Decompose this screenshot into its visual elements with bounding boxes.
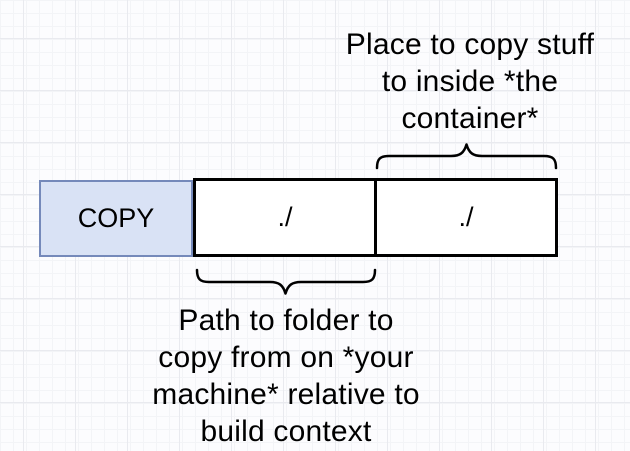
curly-brace-bottom [195, 268, 377, 297]
curly-brace-top [375, 141, 558, 170]
dest-path-label: ./ [458, 202, 474, 232]
source-path-box: ./ [193, 178, 377, 257]
source-annotation-label: Path to folder to copy from on *your mac… [152, 304, 420, 448]
source-path-label: ./ [277, 202, 293, 232]
dest-annotation-label: Place to copy stuff to inside *the conta… [345, 28, 595, 135]
copy-keyword-box: COPY [39, 180, 193, 257]
dest-path-box: ./ [374, 178, 558, 257]
copy-keyword-label: COPY [77, 203, 155, 233]
